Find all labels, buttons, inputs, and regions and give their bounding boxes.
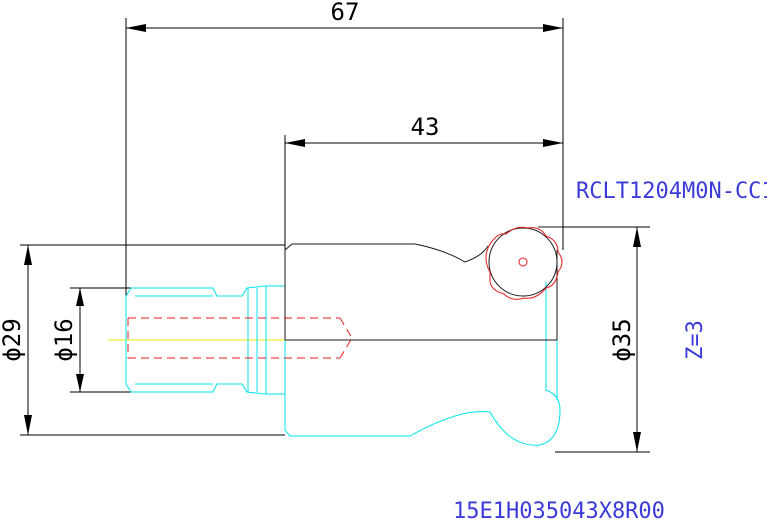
body-diameter-label: ϕ29	[0, 318, 26, 361]
cutting-diameter-dimension: ϕ35	[555, 226, 650, 453]
tool-body-lower	[284, 282, 561, 446]
overall-length-dimension: 67	[125, 0, 564, 300]
cutting-diameter-label: ϕ35	[608, 318, 636, 361]
body-length-dimension: 43	[284, 113, 563, 250]
part-number-label: 15E1H035043X8R00	[453, 499, 665, 523]
tool-body-upper	[284, 226, 563, 341]
body-diameter-dimension: ϕ29	[0, 244, 285, 436]
body-length-label: 43	[411, 113, 440, 141]
overall-length-label: 67	[331, 0, 360, 26]
coolant-bore	[127, 317, 353, 359]
round-insert	[485, 226, 563, 300]
shank-diameter-dimension: ϕ16	[50, 287, 135, 393]
shank-diameter-label: ϕ16	[50, 318, 78, 361]
teeth-count-label: Z=3	[683, 320, 708, 360]
insert-code-label: RCLT1204M0N-CC1	[576, 179, 767, 204]
